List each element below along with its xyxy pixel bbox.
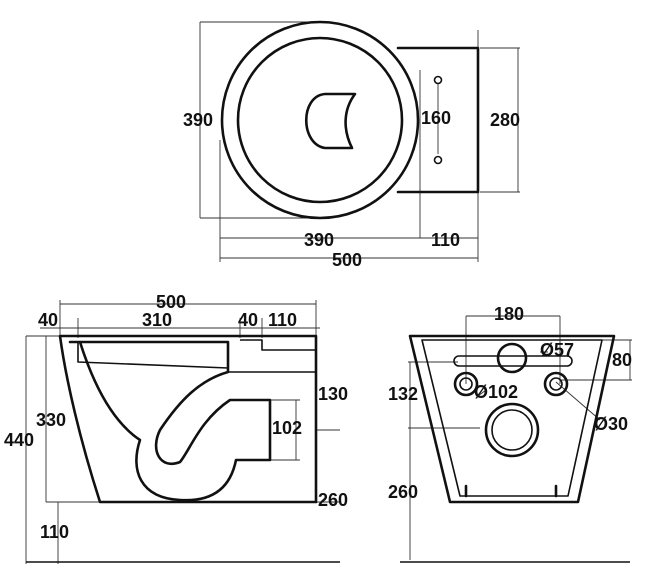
dim-500-total: 500 [332,250,362,270]
dim-side-102: 102 [272,418,302,438]
dim-back-dia-30: Ø30 [594,414,628,434]
dim-back-180: 180 [494,304,524,324]
side-trapway-outline [68,340,272,502]
dim-side-260: 260 [318,490,348,510]
dim-back-132: 132 [388,384,418,404]
outlet-circle-inner [491,409,533,451]
outlet-circle-outer [484,402,540,458]
bowl-inner-outline [236,36,404,204]
dim-side-110-floor: 110 [40,522,69,542]
dim-160-hole-spacing: 160 [421,108,451,128]
dim-side-40-left: 40 [38,310,58,330]
bolt-hole-right-inner [549,377,563,391]
water-outlet-shape [304,92,357,150]
bolt-hole-right-outer [543,371,569,397]
dim-back-80: 80 [612,350,632,370]
back-block-outline [396,46,480,194]
mounting-hole-top [433,75,443,85]
dim-390-bowl-width: 390 [304,230,334,250]
back-mount-rail [453,355,573,367]
bolt-hole-left-outer [453,371,479,397]
dim-side-500: 500 [156,292,186,312]
side-back-inlet [240,339,316,351]
dim-110-back-depth: 110 [431,230,460,250]
dim-side-310: 310 [142,310,172,330]
dim-back-dia-57: Ø57 [540,340,574,360]
mounting-hole-bottom [433,155,443,165]
top-view: 390 160 280 390 110 500 [183,20,520,270]
side-body-outline [58,334,318,504]
bowl-outer-outline [220,20,420,220]
dim-side-40-right: 40 [238,310,258,330]
bolt-hole-left-inner [459,377,473,391]
back-body-inner [421,339,603,497]
side-rim-top [77,342,229,369]
inlet-circle [496,342,528,374]
back-view: 180 Ø57 80 Ø102 132 Ø30 260 [388,304,632,563]
dim-side-440: 440 [4,430,34,450]
dim-280-back-height: 280 [490,110,520,130]
back-body-outline [408,334,616,504]
dim-back-dia-102: Ø102 [474,382,518,402]
dim-side-110: 110 [268,310,297,330]
dim-side-130: 130 [318,384,348,404]
dim-back-260: 260 [388,482,418,502]
side-view: 500 40 310 40 110 330 440 130 102 260 11… [4,292,348,564]
dim-side-330: 330 [36,410,66,430]
dim-390-height: 390 [183,110,213,130]
